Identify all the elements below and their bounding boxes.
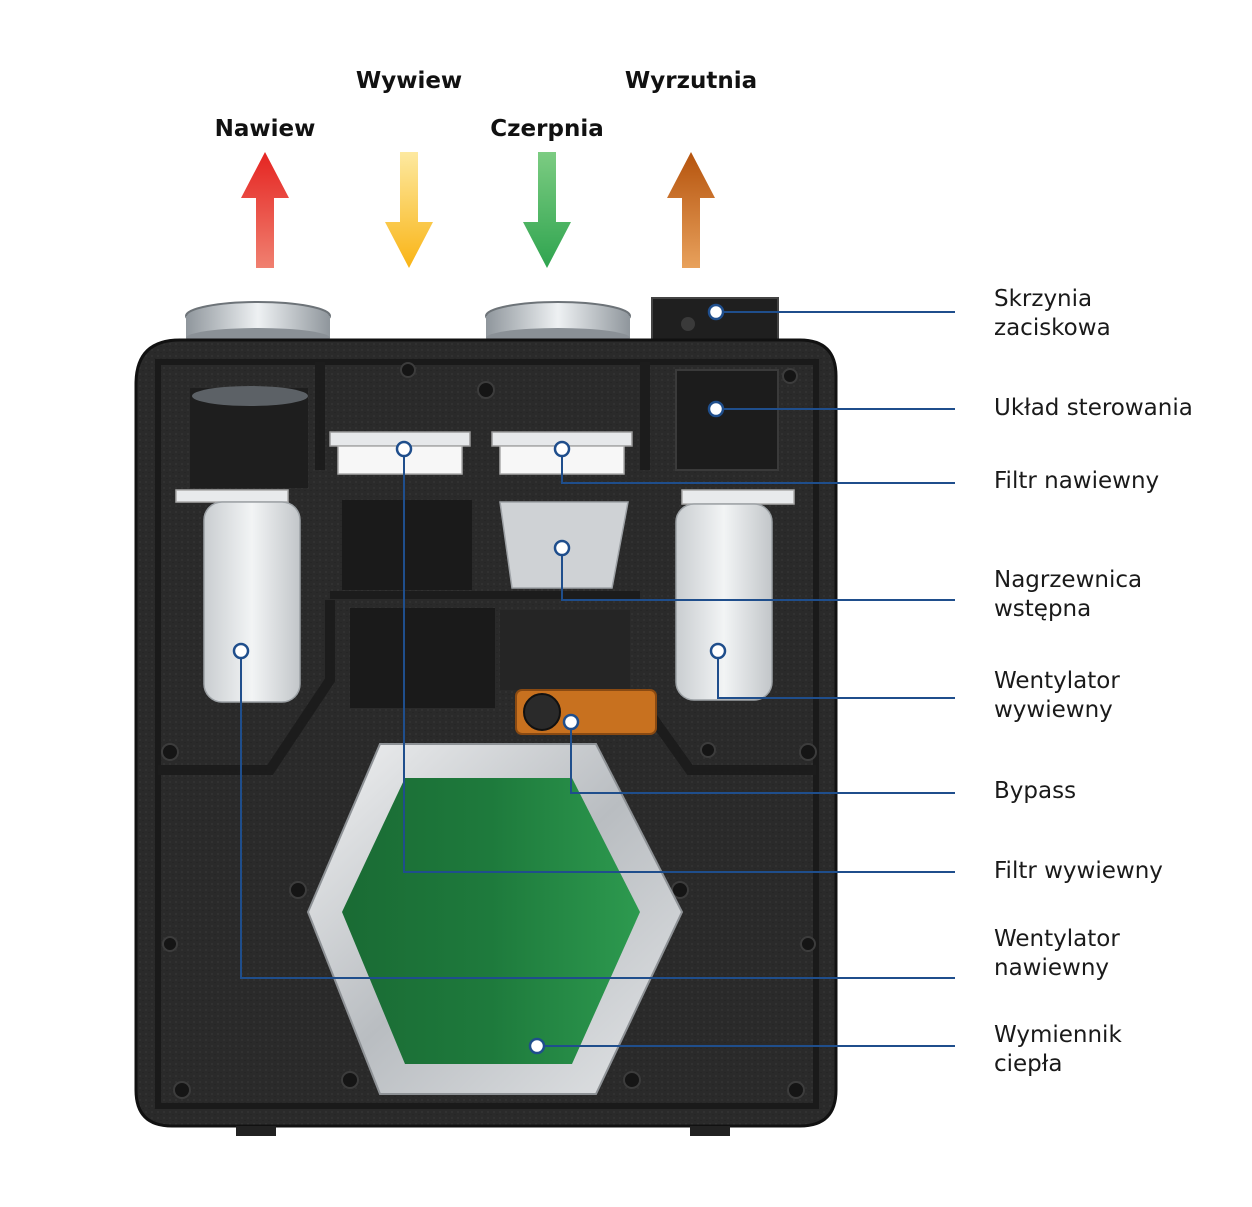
marker-dot-skrzynia xyxy=(707,303,725,321)
marker-dot-wentylator-nawiewny xyxy=(232,642,250,660)
callout-lines xyxy=(232,303,955,1055)
callout-filtr-wywiewny: Filtr wywiewny xyxy=(994,858,1163,884)
leader-line-nagrzewnica xyxy=(561,548,955,601)
callout-nagrzewnica-wstepna: Nagrzewnica wstępna xyxy=(994,567,1143,622)
callout-wentylator-nawiewny: Wentylator nawiewny xyxy=(994,926,1120,981)
leader-line-wentylator-nawiewny xyxy=(240,651,955,979)
flow-label-czerpnia: Czerpnia xyxy=(490,116,604,142)
exhaust-fan-shape xyxy=(675,489,795,701)
marker-dot-bypass xyxy=(562,713,580,731)
supply-fan-shape xyxy=(175,489,301,703)
heat-exchanger-shape xyxy=(306,743,684,1095)
callout-wymiennik-ciepla: Wymiennik ciepła xyxy=(994,1022,1122,1077)
marker-dot-wymiennik xyxy=(528,1037,546,1055)
arrow-wyrzutnia xyxy=(667,152,715,268)
flow-label-wyrzutnia: Wyrzutnia xyxy=(624,68,758,94)
arrow-czerpnia xyxy=(523,152,571,268)
airflow-arrows xyxy=(241,152,715,268)
callout-filtr-nawiewny: Filtr nawiewny xyxy=(994,468,1160,494)
callout-uklad-sterowania: Układ sterowania xyxy=(994,395,1193,421)
leader-line-filtr-nawiewny xyxy=(561,449,955,484)
marker-dot-filtr-nawiewny xyxy=(553,440,571,458)
marker-dot-filtr-wywiewny xyxy=(395,440,413,458)
callout-skrzynia-zaciskowa: Skrzynia zaciskowa xyxy=(994,286,1111,341)
flow-label-nawiew: Nawiew xyxy=(214,116,316,142)
arrow-wywiew xyxy=(385,152,433,268)
leader-line-filtr-wywiewny xyxy=(403,449,955,873)
leader-line-bypass xyxy=(570,722,955,794)
marker-dot-wentylator-wywiewny xyxy=(709,642,727,660)
marker-dot-nagrzewnica xyxy=(553,539,571,557)
marker-dot-uklad xyxy=(707,400,725,418)
callout-bypass: Bypass xyxy=(994,778,1077,804)
callout-wentylator-wywiewny: Wentylator wywiewny xyxy=(994,668,1120,723)
leader-line-wentylator-wywiewny xyxy=(717,651,955,699)
arrow-nawiew xyxy=(241,152,289,268)
bypass-shape xyxy=(515,689,657,735)
flow-label-wywiew: Wywiew xyxy=(355,68,463,94)
